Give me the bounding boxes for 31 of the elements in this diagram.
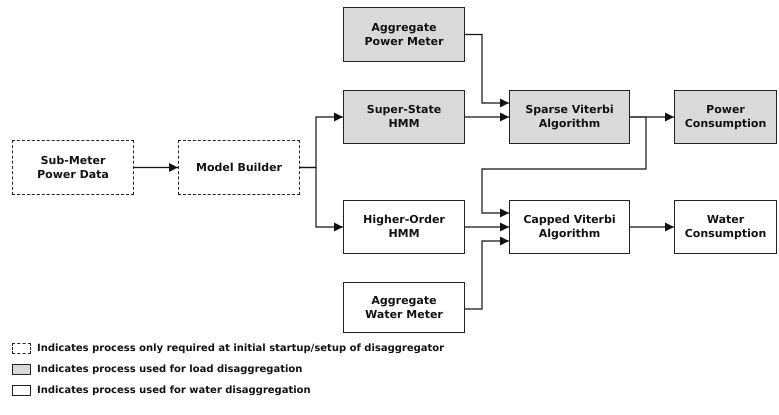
process-label: Aggregate Water Meter: [364, 294, 444, 322]
process-label: Capped Viterbi Algorithm: [522, 213, 617, 241]
process-box: [343, 200, 465, 254]
process-label: Model Builder: [196, 160, 282, 174]
arrow: [481, 116, 647, 218]
process-box: [674, 90, 777, 144]
arrow: [630, 222, 674, 232]
process-label: Aggregate Power Meter: [363, 20, 445, 48]
process-box: [674, 200, 777, 254]
process-box: [509, 200, 630, 254]
process-label: Water Consumption: [684, 213, 768, 241]
process-box: [343, 7, 465, 62]
legend-text: Indicates process used for load disaggregation: [37, 364, 302, 375]
arrow: [134, 163, 178, 172]
legend-text: Indicates process used for water disaggregation: [37, 385, 311, 396]
process-box: [343, 282, 465, 333]
arrow: [465, 222, 509, 232]
process-box: [178, 140, 300, 195]
process-label: Sub-Meter Power Data: [36, 154, 110, 182]
process-label: Power Consumption: [684, 103, 768, 131]
process-label: Higher-Order HMM: [362, 213, 446, 241]
arrow: [465, 112, 509, 122]
arrow: [300, 166, 343, 232]
process-label: Super-State HMM: [366, 103, 442, 131]
process-label: Sparse Viterbi Algorithm: [524, 103, 615, 131]
process-box: [343, 90, 465, 144]
process-box: [509, 90, 630, 144]
arrow: [465, 34, 509, 108]
legend-text: Indicates process only required at initial startup/setup of disaggregator: [37, 343, 444, 354]
arrow: [465, 236, 509, 310]
process-box: [12, 140, 134, 195]
